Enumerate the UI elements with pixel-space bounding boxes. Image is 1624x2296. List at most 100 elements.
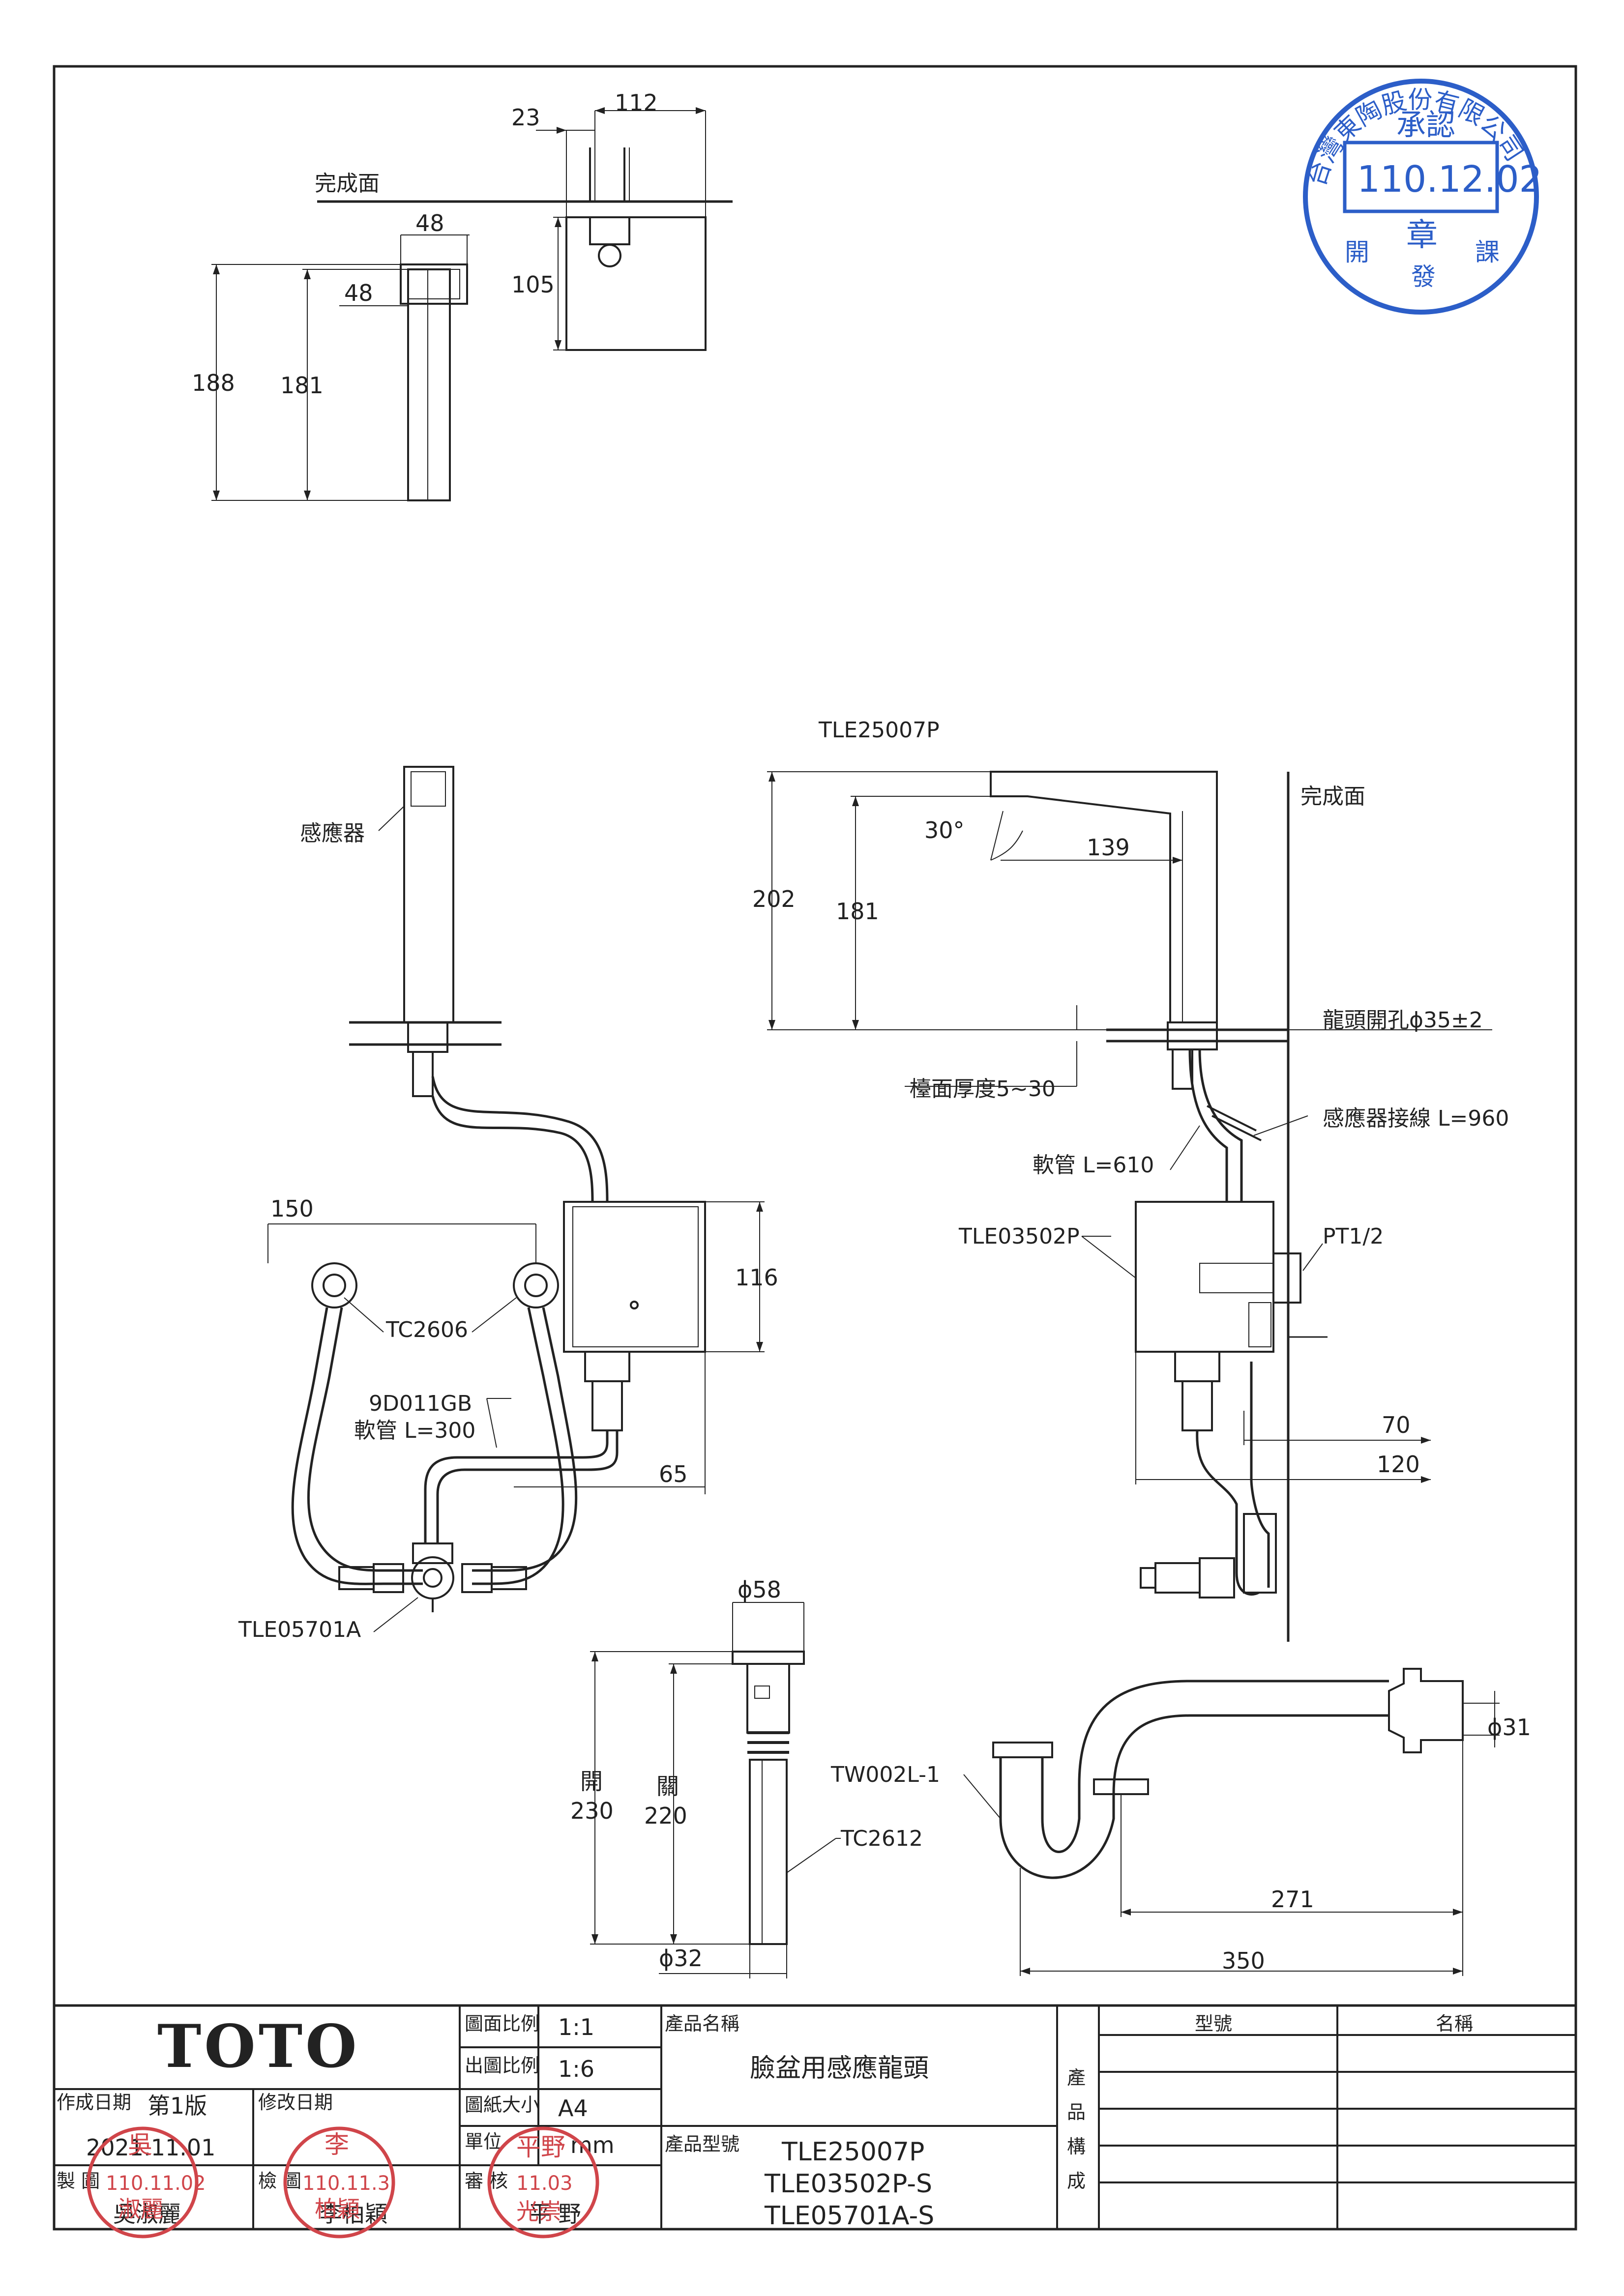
model-1: TLE25007P <box>781 2137 924 2167</box>
reviewer-stamp: 平野 11.03 光崇 <box>487 2126 599 2238</box>
approval-stamp: 台灣東陶股份有限公司 承認 110.12.02 章 開 發 課 <box>1302 79 1542 315</box>
model-2: TLE03502P-S <box>764 2169 932 2199</box>
stamp-left: 開 <box>1345 238 1369 266</box>
dim-188: 188 <box>192 370 235 396</box>
maker-stamp-date: 110.11.02 <box>106 2172 206 2195</box>
tle25007p-label: TLE25007P <box>818 718 940 743</box>
reviewer-stamp-bottom: 光崇 <box>516 2198 561 2225</box>
finish-surface-label-top: 完成面 <box>315 171 380 196</box>
edition-label: 第1版 <box>148 2093 207 2119</box>
stamp-seal: 章 <box>1406 217 1438 254</box>
paper-size-value: A4 <box>558 2095 588 2122</box>
dim-48-inner: 48 <box>344 280 373 306</box>
faucet-hole-label: 龍頭開孔ϕ35±2 <box>1323 1008 1483 1033</box>
drawing-text: 完成面 23 112 48 48 105 188 181 感應器 150 116… <box>57 89 1531 2231</box>
column-model: 型號 <box>1195 2013 1232 2034</box>
drain-close-value: 220 <box>644 1802 687 1829</box>
approved-by-name: 平 野 <box>529 2201 581 2227</box>
dim-116: 116 <box>735 1264 778 1291</box>
tle05701a-label: TLE05701A <box>238 1617 361 1642</box>
dim-350: 350 <box>1222 1947 1265 1974</box>
print-scale-label: 出圖比例 <box>465 2055 539 2076</box>
reviewer-stamp-top: 平野 <box>516 2133 565 2161</box>
dim-271: 271 <box>1271 1886 1314 1913</box>
reviewer-stamp-date: 11.03 <box>516 2172 573 2195</box>
checker-stamp-date: 110.11.3 <box>302 2172 390 2195</box>
drain-close-label: 關 <box>656 1773 679 1800</box>
dim-112: 112 <box>615 89 658 116</box>
approved-by-label: 審 核 <box>465 2170 508 2192</box>
tc2606-label: TC2606 <box>385 1317 468 1342</box>
finish-surface-label-side: 完成面 <box>1300 784 1365 809</box>
drawn-by-name: 吳淑麗 <box>113 2201 181 2227</box>
checker-stamp-top: 李 <box>325 2130 349 2159</box>
dim-181-top: 181 <box>280 372 324 399</box>
hose-length-label: 軟管 L=300 <box>354 1418 475 1443</box>
column-name: 名稱 <box>1436 2013 1473 2034</box>
drawn-by-label: 製 圖 <box>57 2170 100 2192</box>
drain-open-value: 230 <box>570 1798 614 1824</box>
title-block-lines <box>54 2004 1576 2229</box>
tc2612-label: TC2612 <box>840 1826 923 1851</box>
dim-48-outer: 48 <box>415 210 444 236</box>
dim-23: 23 <box>511 104 540 131</box>
product-name: 臉盆用感應龍頭 <box>750 2054 929 2083</box>
stamp-right: 課 <box>1475 238 1500 266</box>
checked-by-label: 檢 圖 <box>258 2170 301 2192</box>
maker-stamp-top: 吳 <box>128 2130 152 2159</box>
composition-char-4: 成 <box>1067 2170 1086 2192</box>
drain-open-label: 開 <box>580 1768 603 1795</box>
drain-dia-bottom: ϕ32 <box>659 1945 703 1972</box>
dim-120: 120 <box>1377 1451 1420 1478</box>
top-view <box>211 110 733 501</box>
revised-date-label: 修改日期 <box>258 2092 333 2113</box>
dim-150: 150 <box>270 1195 314 1222</box>
paper-size-label: 圖紙大小 <box>465 2094 539 2116</box>
sensor-label: 感應器 <box>300 821 365 846</box>
composition-char-1: 產 <box>1067 2067 1086 2089</box>
dim-181-side: 181 <box>836 898 879 925</box>
stamp-approve: 承認 <box>1396 108 1455 143</box>
trap-dia: ϕ31 <box>1487 1714 1531 1741</box>
tw002l-label: TW002L-1 <box>830 1762 940 1787</box>
stamp-bottom: 發 <box>1411 262 1436 291</box>
front-view <box>267 766 765 1632</box>
dim-202: 202 <box>752 886 796 912</box>
dim-70: 70 <box>1382 1412 1411 1438</box>
hose-code-label: 9D011GB <box>369 1391 472 1416</box>
toto-logo: TOTO <box>157 2012 360 2081</box>
frame-border <box>53 65 1577 2231</box>
counter-thickness-label: 檯面厚度5~30 <box>910 1076 1056 1102</box>
tle03502p-label: TLE03502P <box>958 1224 1080 1249</box>
checker-stamp: 李 110.11.3 柏穎 <box>283 2126 395 2238</box>
unit-value: mm <box>570 2132 615 2158</box>
composition-char-2: 品 <box>1067 2101 1086 2123</box>
product-model-label: 產品型號 <box>665 2133 739 2155</box>
pt-label: PT1/2 <box>1323 1224 1384 1249</box>
checker-stamp-bottom: 柏穎 <box>315 2196 360 2222</box>
dim-105: 105 <box>511 271 555 298</box>
maker-stamp: 吳 110.11.02 淑麗 <box>87 2126 206 2238</box>
model-3: TLE05701A-S <box>764 2201 934 2231</box>
print-scale-value: 1:6 <box>558 2056 594 2082</box>
trap-view <box>963 1668 1500 1976</box>
angle-30: 30° <box>924 817 965 843</box>
arrow-heads <box>213 107 1463 1975</box>
dim-139: 139 <box>1087 834 1130 861</box>
created-date: 2021.11.01 <box>86 2134 215 2161</box>
product-name-label: 產品名稱 <box>665 2013 739 2034</box>
stamp-date: 110.12.02 <box>1357 158 1542 201</box>
unit-label: 單位 <box>465 2131 502 2152</box>
created-date-label: 作成日期 <box>57 2092 131 2113</box>
drain-dia-top: ϕ58 <box>738 1576 781 1603</box>
composition-char-3: 構 <box>1067 2136 1086 2157</box>
dim-65: 65 <box>659 1461 688 1487</box>
sensor-cable-label: 感應器接線 L=960 <box>1323 1106 1509 1131</box>
drain-view <box>590 1602 841 1978</box>
hose-610-label: 軟管 L=610 <box>1033 1153 1154 1178</box>
maker-stamp-bottom: 淑麗 <box>118 2196 163 2222</box>
scale-label: 圖面比例 <box>465 2013 539 2034</box>
side-view <box>767 771 1492 1642</box>
